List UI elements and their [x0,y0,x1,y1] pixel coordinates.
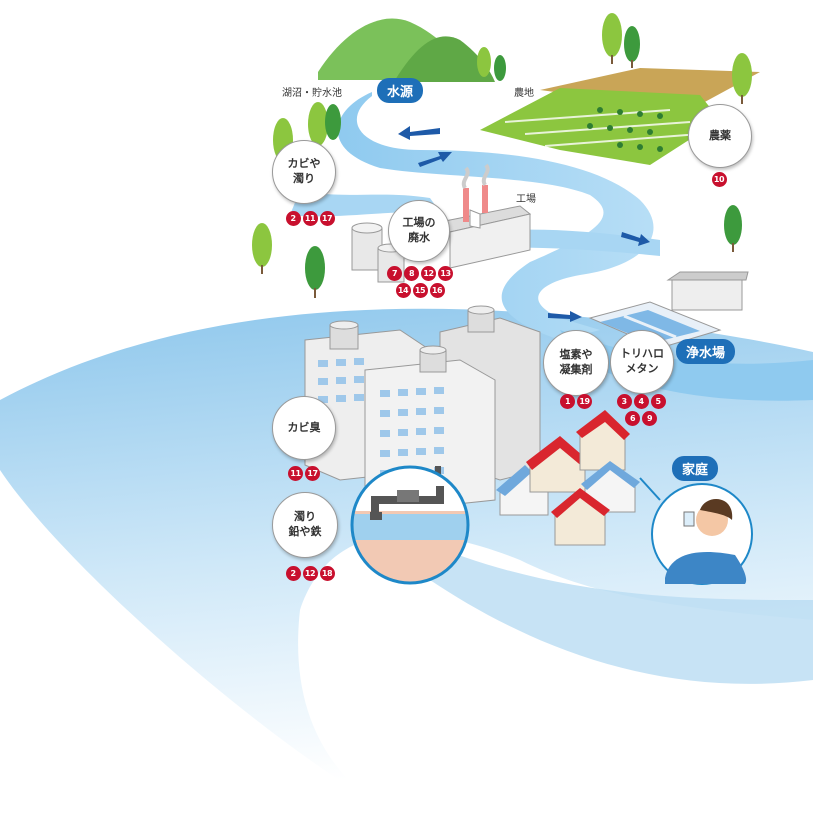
callout-factory-waste: 工場の 廃水 [388,200,450,262]
pill-home: 家庭 [672,456,719,481]
number-badge: 13 [438,266,453,281]
number-badge: 8 [404,266,419,281]
number-badge: 16 [429,283,445,298]
pill-purification-plant: 浄水場 [676,339,736,364]
number-badge: 12 [421,266,436,281]
number-badge: 9 [642,411,657,426]
callout-mold-turbidity: カビや 濁り [272,140,336,204]
drinking-person [639,477,753,585]
label-factory: 工場 [516,194,536,205]
callout-turbidity-lead-iron: 濁り 鉛や鉄 [272,492,338,558]
number-badge: 18 [319,566,335,581]
callout-chlorine-coagulant: 塩素や 凝集剤 [543,330,609,396]
number-badge: 17 [305,466,320,481]
number-badge: 15 [412,283,428,298]
callout-mold-odor: カビ臭 [272,396,336,460]
label-farmland: 農地 [514,88,534,99]
number-badge: 19 [577,394,592,409]
lower-river-band [420,540,813,684]
pipe-magnifier [350,465,470,585]
number-badge: 5 [650,394,666,409]
purification-plant [588,271,749,349]
number-badge: 12 [302,566,318,581]
hill-right [395,36,495,82]
factory [351,163,532,283]
houses [496,410,640,546]
flow-arrows [398,126,650,322]
pill-water-source: 水源 [377,78,424,103]
upper-river [337,92,654,340]
number-badge: 11 [288,466,303,481]
number-badge: 2 [285,566,301,581]
number-badge: 10 [711,172,727,187]
callout-pesticide: 農薬 [688,104,752,168]
farm-field-green [480,88,720,165]
callout-trihalomethane: トリハロ メタン [610,330,674,394]
number-badge: 1 [560,394,575,409]
badges-pesticide: 10 [702,172,736,187]
number-badge: 11 [302,211,318,226]
number-badge: 14 [395,283,411,298]
number-badge: 3 [616,394,632,409]
river-to-plant [560,330,813,401]
number-badge: 2 [285,211,301,226]
number-badge: 7 [387,266,402,281]
farm-field-brown [540,68,760,110]
number-badge: 17 [319,211,335,226]
number-badge: 4 [633,394,649,409]
label-lakes-reservoirs: 湖沼・貯水池 [282,88,342,99]
number-badge: 6 [625,411,640,426]
farm-crops [587,107,663,152]
